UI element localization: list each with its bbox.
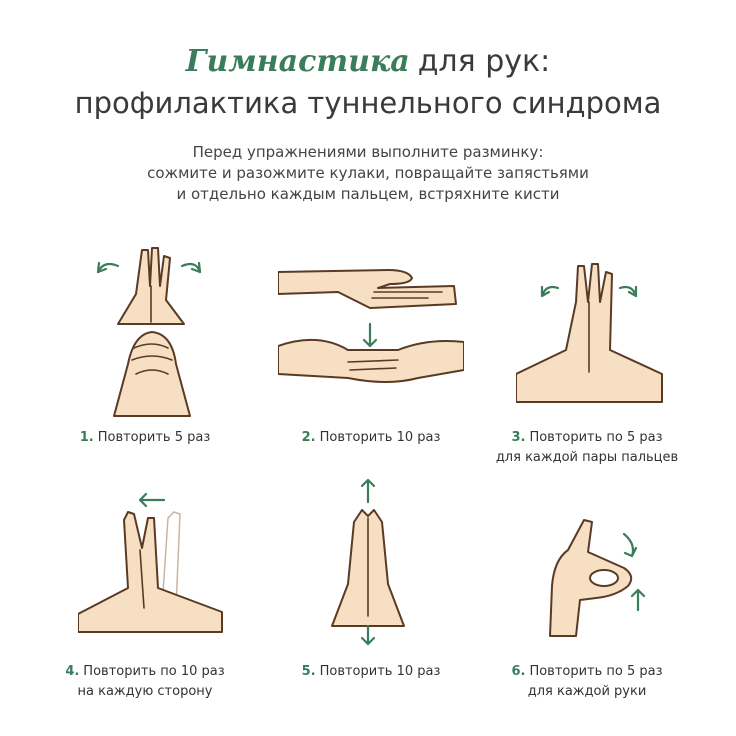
exercise-number: 1. — [79, 430, 94, 445]
exercise-6-illustration — [549, 519, 646, 637]
caption-line: Повторить 10 раз — [319, 430, 441, 445]
page-subtitle: профилактика туннельного синдрома — [74, 86, 662, 120]
exercise-3-caption: 3.Повторить по 5 раз для каждой пары пал… — [482, 428, 692, 468]
rotate-left-arrow-icon — [540, 285, 560, 298]
exercise-number: 5. — [301, 664, 316, 679]
caption-line: Повторить по 5 раз — [529, 664, 663, 679]
caption-line: Повторить по 10 раз — [83, 664, 225, 679]
exercise-number: 4. — [65, 664, 80, 679]
exercise-4-caption: 4.Повторить по 10 раз на каждую сторону — [40, 662, 250, 702]
title-rest: для рук: — [417, 44, 551, 79]
title-accent: Гимнастика — [185, 44, 410, 79]
ghost-hands-icon — [161, 511, 181, 609]
down-arrow-icon — [360, 624, 376, 646]
intro-line: сожмите и разожмите кулаки, повращайте з… — [147, 164, 589, 182]
rolling-hands-top-icon — [278, 269, 457, 309]
intro-line: и отдельно каждым пальцем, встряхните ки… — [176, 185, 560, 203]
exercise-1-illustration — [96, 247, 202, 417]
exercise-5-illustration — [331, 478, 405, 646]
left-arrow-icon — [138, 492, 166, 508]
down-arrow-icon — [362, 322, 378, 348]
caption-line: Повторить 5 раз — [97, 430, 211, 445]
exercise-number: 2. — [301, 430, 316, 445]
caption-line: на каждую сторону — [77, 684, 213, 699]
up-arrow-icon — [630, 588, 646, 612]
exercise-number: 3. — [511, 430, 526, 445]
up-arrow-icon — [360, 478, 376, 504]
exercise-1-caption: 1.Повторить 5 раз — [40, 428, 250, 448]
exercise-2-illustration — [278, 269, 464, 383]
caption-line: Повторить 10 раз — [319, 664, 441, 679]
exercise-number: 6. — [511, 664, 526, 679]
rotate-down-arrow-icon — [622, 532, 638, 558]
caption-line: Повторить по 5 раз — [529, 430, 663, 445]
tilted-palms-icon — [78, 511, 223, 633]
rotate-right-arrow-icon — [618, 285, 638, 298]
caption-line: для каждой руки — [527, 684, 647, 699]
exercise-6-caption: 6.Повторить по 5 раз для каждой руки — [482, 662, 692, 702]
exercise-4-illustration — [78, 492, 223, 633]
clasped-fist-icon — [113, 331, 191, 417]
intro-line: Перед упражнениями выполните разминку: — [192, 143, 544, 161]
exercise-3-illustration — [516, 263, 663, 403]
caption-line: для каждой пары пальцев — [495, 450, 679, 465]
exercise-5-caption: 5.Повторить 10 раз — [266, 662, 476, 682]
exercise-2-caption: 2.Повторить 10 раз — [266, 428, 476, 448]
